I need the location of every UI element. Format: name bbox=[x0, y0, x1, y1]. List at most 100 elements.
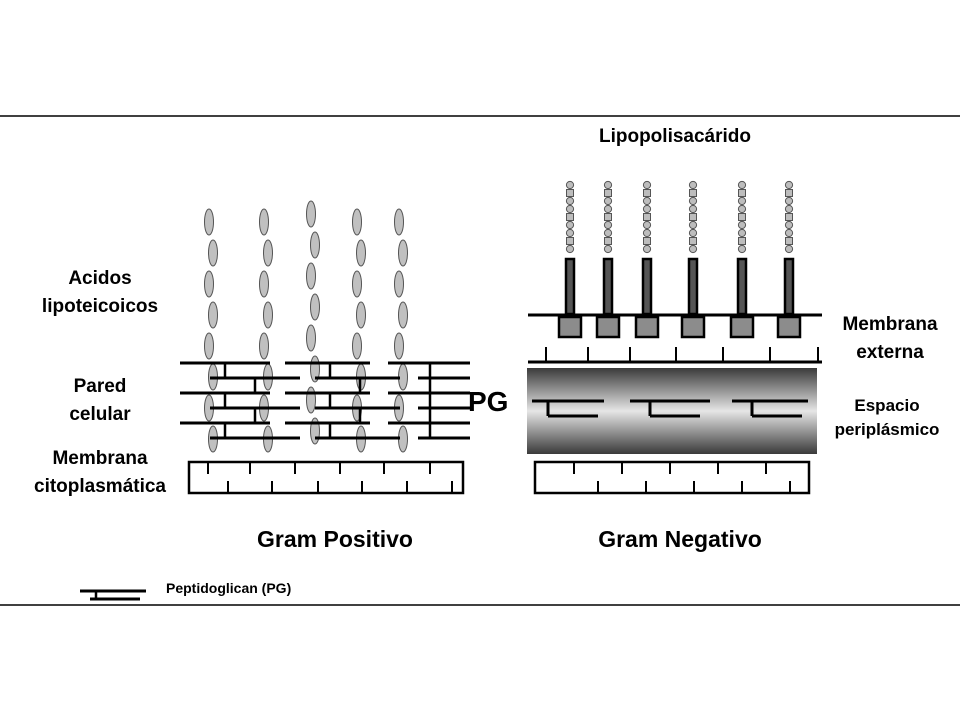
lps-core-stem bbox=[641, 257, 653, 316]
lipoteichoic-acid-unit bbox=[259, 208, 269, 236]
lipoteichoic-acid-unit bbox=[263, 301, 273, 329]
o-antigen-bead bbox=[688, 196, 698, 206]
lipoteichoic-acid-unit bbox=[310, 293, 320, 321]
o-antigen-bead bbox=[688, 220, 698, 230]
o-antigen-bead bbox=[689, 237, 697, 245]
cell-wall-label-line2: celular bbox=[69, 404, 131, 425]
lipoteichoic-acid-unit bbox=[394, 270, 404, 298]
lipoteichoic-label-line2: lipoteicoicos bbox=[41, 296, 159, 317]
lipoteichoic-acid-unit bbox=[208, 239, 218, 267]
lps-core-stem bbox=[602, 257, 614, 316]
o-antigen-bead bbox=[785, 213, 793, 221]
outer-membrane-label-line1: Membrana bbox=[842, 314, 938, 335]
legend-label: Peptidoglican (PG) bbox=[166, 580, 292, 596]
cytoplasmic-membrane-label-line2: citoplasmática bbox=[34, 476, 166, 497]
o-antigen-bead bbox=[688, 244, 698, 254]
o-antigen-bead bbox=[566, 237, 574, 245]
o-antigen-bead bbox=[785, 237, 793, 245]
lipoteichoic-acid-unit bbox=[306, 386, 316, 414]
lipoteichoic-label-line1: Acidos bbox=[68, 268, 132, 289]
o-antigen-bead bbox=[565, 220, 575, 230]
cell-wall-label-line1: Pared bbox=[73, 376, 127, 397]
lipoteichoic-acid-unit bbox=[398, 239, 408, 267]
o-antigen-bead bbox=[565, 196, 575, 206]
o-antigen-bead bbox=[566, 189, 574, 197]
lipoteichoic-acid-unit bbox=[398, 301, 408, 329]
o-antigen-bead bbox=[642, 204, 652, 214]
o-antigen-bead bbox=[738, 237, 746, 245]
o-antigen-bead bbox=[642, 228, 652, 238]
lps-anchor-square bbox=[680, 315, 706, 339]
lipoteichoic-acid-unit bbox=[352, 208, 362, 236]
lipoteichoic-acid-unit bbox=[259, 270, 269, 298]
o-antigen-bead bbox=[784, 196, 794, 206]
o-antigen-bead bbox=[603, 244, 613, 254]
o-antigen-bead bbox=[642, 196, 652, 206]
lipoteichoic-acid-unit bbox=[204, 332, 214, 360]
gram-negative-title: Gram Negativo bbox=[598, 526, 762, 552]
o-antigen-bead bbox=[603, 204, 613, 214]
lipoteichoic-acid-unit bbox=[306, 200, 316, 228]
lps-anchor-square bbox=[557, 315, 583, 339]
lipoteichoic-acid-unit bbox=[352, 270, 362, 298]
o-antigen-bead bbox=[785, 189, 793, 197]
o-antigen-bead bbox=[738, 213, 746, 221]
pg-label: PG bbox=[468, 386, 509, 417]
lps-anchor-square bbox=[595, 315, 621, 339]
o-antigen-bead bbox=[604, 213, 612, 221]
periplasmic-space bbox=[527, 368, 817, 454]
lipoteichoic-acid-unit bbox=[263, 239, 273, 267]
o-antigen-bead bbox=[688, 228, 698, 238]
o-antigen-bead bbox=[603, 228, 613, 238]
lps-core-stem bbox=[736, 257, 748, 316]
o-antigen-bead bbox=[737, 220, 747, 230]
o-antigen-bead bbox=[643, 189, 651, 197]
o-antigen-bead bbox=[642, 220, 652, 230]
outer-membrane-label-line2: externa bbox=[856, 342, 924, 363]
o-antigen-bead bbox=[565, 228, 575, 238]
o-antigen-bead bbox=[643, 213, 651, 221]
lipoteichoic-acid-unit bbox=[394, 208, 404, 236]
o-antigen-bead bbox=[688, 180, 698, 190]
o-antigen-bead bbox=[737, 228, 747, 238]
lps-core-stem bbox=[783, 257, 795, 316]
lps-core-stem bbox=[687, 257, 699, 316]
lps-anchor-square bbox=[776, 315, 802, 339]
o-antigen-bead bbox=[566, 213, 574, 221]
o-antigen-bead bbox=[737, 244, 747, 254]
lps-label: Lipopolisacárido bbox=[598, 126, 752, 147]
periplasmic-label-line1: Espacio bbox=[854, 396, 920, 415]
o-antigen-bead bbox=[688, 204, 698, 214]
gram-positive-diagram bbox=[180, 200, 470, 495]
o-antigen-bead bbox=[642, 244, 652, 254]
lipoteichoic-acid-unit bbox=[352, 332, 362, 360]
lps-anchor-square bbox=[729, 315, 755, 339]
cytoplasmic-membrane-label-line1: Membrana bbox=[52, 448, 148, 469]
legend-peptidoglycan-symbol bbox=[80, 589, 146, 601]
o-antigen-bead bbox=[565, 180, 575, 190]
lipoteichoic-acid-unit bbox=[204, 270, 214, 298]
o-antigen-bead bbox=[689, 213, 697, 221]
o-antigen-bead bbox=[784, 244, 794, 254]
o-antigen-bead bbox=[737, 196, 747, 206]
lipoteichoic-acid-unit bbox=[306, 262, 316, 290]
o-antigen-bead bbox=[784, 180, 794, 190]
o-antigen-bead bbox=[603, 196, 613, 206]
lipoteichoic-acid-unit bbox=[394, 332, 404, 360]
o-antigen-bead bbox=[738, 189, 746, 197]
o-antigen-bead bbox=[737, 204, 747, 214]
lps-anchor-square bbox=[634, 315, 660, 339]
o-antigen-bead bbox=[737, 180, 747, 190]
o-antigen-bead bbox=[784, 220, 794, 230]
lipoteichoic-acid-unit bbox=[310, 231, 320, 259]
o-antigen-bead bbox=[565, 204, 575, 214]
o-antigen-bead bbox=[784, 204, 794, 214]
lipoteichoic-acid-unit bbox=[306, 324, 316, 352]
lipoteichoic-acid-unit bbox=[356, 239, 366, 267]
o-antigen-bead bbox=[604, 237, 612, 245]
o-antigen-bead bbox=[604, 189, 612, 197]
lipoteichoic-acid-unit bbox=[259, 332, 269, 360]
lipoteichoic-acid-unit bbox=[356, 301, 366, 329]
o-antigen-bead bbox=[642, 180, 652, 190]
